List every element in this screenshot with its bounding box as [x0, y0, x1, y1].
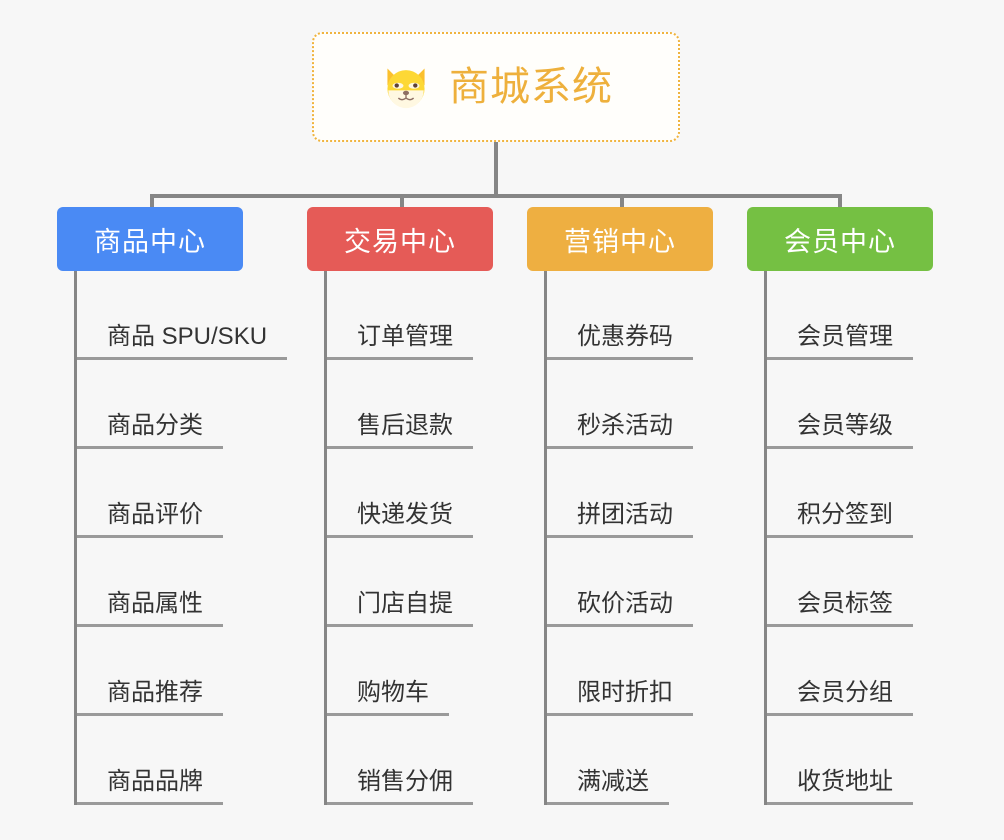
connector-drop-2: [400, 194, 404, 209]
list-item-label: 商品属性: [77, 590, 223, 627]
list-item-label: 会员等级: [767, 412, 913, 449]
list-item-label: 购物车: [327, 679, 449, 716]
list-item-label: 销售分佣: [327, 768, 473, 805]
list-item-label: 优惠券码: [547, 323, 693, 360]
list-item-label: 积分签到: [767, 501, 913, 538]
list-item[interactable]: 秒杀活动: [547, 360, 713, 449]
list-item[interactable]: 会员管理: [767, 271, 933, 360]
root-node-title: 商城系统: [449, 65, 613, 109]
list-item-label: 门店自提: [327, 590, 473, 627]
list-item[interactable]: 购物车: [327, 627, 493, 716]
list-item[interactable]: 满减送: [547, 716, 713, 805]
list-item[interactable]: 砍价活动: [547, 538, 713, 627]
category-column-marketing: 营销中心 优惠券码 秒杀活动 拼团活动 砍价活动 限时折扣 满减送: [527, 207, 713, 805]
category-header-label: 商品中心: [94, 226, 206, 257]
list-item[interactable]: 销售分佣: [327, 716, 493, 805]
list-item-label: 商品分类: [77, 412, 223, 449]
list-item-label: 满减送: [547, 768, 669, 805]
connector-horizontal-bus: [150, 194, 842, 198]
category-column-trade: 交易中心 订单管理 售后退款 快递发货 门店自提 购物车 销售分佣: [307, 207, 493, 805]
list-item-label: 商品品牌: [77, 768, 223, 805]
list-item-label: 砍价活动: [547, 590, 693, 627]
category-item-list-product: 商品 SPU/SKU 商品分类 商品评价 商品属性 商品推荐 商品品牌: [74, 271, 288, 805]
list-item-label: 秒杀活动: [547, 412, 693, 449]
list-item[interactable]: 限时折扣: [547, 627, 713, 716]
connector-root-vertical: [494, 142, 498, 197]
list-item-label: 商品 SPU/SKU: [77, 323, 288, 360]
category-header-member[interactable]: 会员中心: [747, 207, 933, 271]
connector-drop-1: [150, 194, 154, 209]
category-header-label: 会员中心: [784, 226, 896, 257]
connector-drop-3: [620, 194, 624, 209]
list-item[interactable]: 优惠券码: [547, 271, 713, 360]
list-item-label: 收货地址: [767, 768, 913, 805]
list-item[interactable]: 拼团活动: [547, 449, 713, 538]
list-item-label: 会员标签: [767, 590, 913, 627]
category-header-product[interactable]: 商品中心: [57, 207, 243, 271]
category-item-list-member: 会员管理 会员等级 积分签到 会员标签 会员分组 收货地址: [764, 271, 933, 805]
list-item-label: 会员分组: [767, 679, 913, 716]
category-item-list-trade: 订单管理 售后退款 快递发货 门店自提 购物车 销售分佣: [324, 271, 493, 805]
category-header-label: 交易中心: [344, 226, 456, 257]
category-column-member: 会员中心 会员管理 会员等级 积分签到 会员标签 会员分组 收货地址: [747, 207, 933, 805]
list-item-label: 订单管理: [327, 323, 473, 360]
list-item-label: 商品推荐: [77, 679, 223, 716]
list-item-label: 售后退款: [327, 412, 473, 449]
category-header-trade[interactable]: 交易中心: [307, 207, 493, 271]
list-item[interactable]: 订单管理: [327, 271, 493, 360]
connector-drop-4: [838, 194, 842, 209]
list-item[interactable]: 商品推荐: [77, 627, 243, 716]
list-item[interactable]: 商品 SPU/SKU: [77, 271, 288, 360]
category-item-list-marketing: 优惠券码 秒杀活动 拼团活动 砍价活动 限时折扣 满减送: [544, 271, 713, 805]
list-item[interactable]: 会员标签: [767, 538, 933, 627]
list-item[interactable]: 商品分类: [77, 360, 243, 449]
list-item-label: 限时折扣: [547, 679, 693, 716]
list-item-label: 商品评价: [77, 501, 223, 538]
category-header-marketing[interactable]: 营销中心: [527, 207, 713, 271]
list-item[interactable]: 积分签到: [767, 449, 933, 538]
list-item[interactable]: 收货地址: [767, 716, 933, 805]
list-item-label: 拼团活动: [547, 501, 693, 538]
category-column-product: 商品中心 商品 SPU/SKU 商品分类 商品评价 商品属性 商品推荐 商品品牌: [57, 207, 288, 805]
list-item[interactable]: 门店自提: [327, 538, 493, 627]
list-item[interactable]: 快递发货: [327, 449, 493, 538]
category-header-label: 营销中心: [564, 226, 676, 257]
list-item[interactable]: 售后退款: [327, 360, 493, 449]
list-item[interactable]: 商品品牌: [77, 716, 243, 805]
list-item[interactable]: 商品属性: [77, 538, 243, 627]
list-item[interactable]: 会员分组: [767, 627, 933, 716]
list-item[interactable]: 会员等级: [767, 360, 933, 449]
shiba-dog-face-icon: [387, 68, 425, 109]
root-node-mall-system[interactable]: 商城系统: [312, 32, 680, 142]
list-item-label: 快递发货: [327, 501, 473, 538]
list-item-label: 会员管理: [767, 323, 913, 360]
list-item[interactable]: 商品评价: [77, 449, 243, 538]
